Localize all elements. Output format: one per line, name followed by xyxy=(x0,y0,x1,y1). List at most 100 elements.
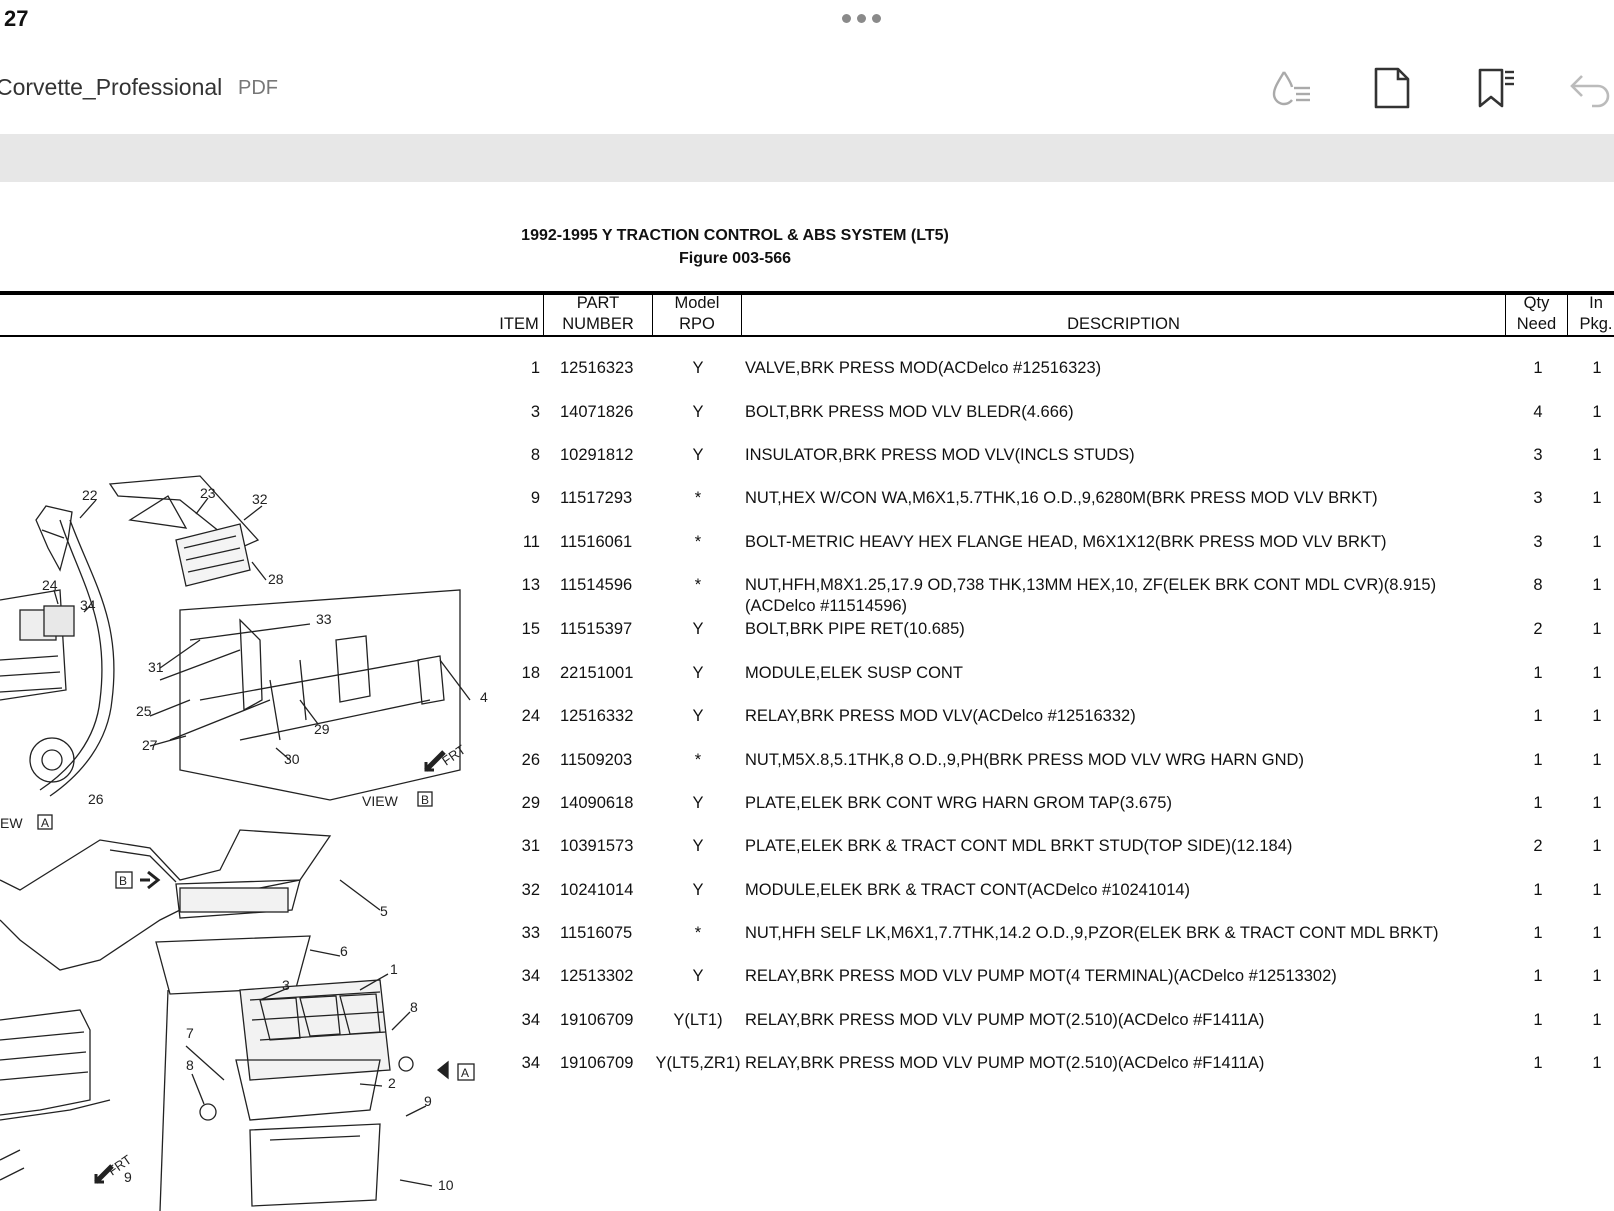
cell-description: BOLT-METRIC HEAVY HEX FLANGE HEAD, M6X1X… xyxy=(745,533,1387,551)
document-title: Corvette_Professional xyxy=(0,74,223,100)
cell-rpo: Y xyxy=(692,967,704,985)
callout-28: 28 xyxy=(268,571,284,587)
document-type: PDF xyxy=(238,77,278,99)
page-icon[interactable] xyxy=(1370,66,1414,110)
table-header-rule xyxy=(0,335,1614,337)
toolbar-divider-band xyxy=(0,134,1614,182)
cell-item: 1 xyxy=(530,359,540,377)
table-row: 34 12513302 Y RELAY,BRK PRESS MOD VLV PU… xyxy=(0,967,1614,989)
cell-rpo: * xyxy=(694,924,702,942)
table-row: 11 11516061 * BOLT-METRIC HEAVY HEX FLAN… xyxy=(0,533,1614,555)
table-row: 33 11516075 * NUT,HFH SELF LK,M6X1,7.7TH… xyxy=(0,924,1614,946)
cell-pkg: 1 xyxy=(1592,707,1602,725)
callout-9: 9 xyxy=(424,1093,432,1109)
table-row: 34 19106709 Y(LT1) RELAY,BRK PRESS MOD V… xyxy=(0,1011,1614,1033)
liquid-mode-icon[interactable] xyxy=(1270,66,1314,110)
cell-pkg: 1 xyxy=(1592,403,1602,421)
cell-description: VALVE,BRK PRESS MOD(ACDelco #12516323) xyxy=(745,359,1102,377)
cell-part-number: 11516061 xyxy=(560,533,633,551)
cell-pkg: 1 xyxy=(1592,489,1602,507)
cell-description-continued: (ACDelco #11514596) xyxy=(745,597,908,615)
header-part: PART xyxy=(576,294,620,312)
cell-qty: 4 xyxy=(1533,403,1543,421)
b-marker: B xyxy=(119,874,127,888)
cell-description: RELAY,BRK PRESS MOD VLV PUMP MOT(2.510)(… xyxy=(745,1054,1265,1072)
frt-label-upper: FRT xyxy=(439,742,468,769)
cell-part-number: 14090618 xyxy=(560,794,634,812)
cell-item: 18 xyxy=(521,664,540,682)
cell-rpo: Y xyxy=(692,446,704,464)
callout-4: 4 xyxy=(480,689,488,705)
cell-rpo: * xyxy=(694,533,702,551)
table-row: 9 11517293 * NUT,HEX W/CON WA,M6X1,5.7TH… xyxy=(0,489,1614,511)
cell-pkg: 1 xyxy=(1592,967,1602,985)
callout-5: 5 xyxy=(380,903,388,919)
column-divider xyxy=(1505,293,1506,336)
table-row: 18 22151001 Y MODULE,ELEK SUSP CONT 1 1 xyxy=(0,664,1614,686)
column-divider xyxy=(543,293,544,336)
cell-qty: 8 xyxy=(1533,576,1543,594)
cell-pkg: 1 xyxy=(1592,664,1602,682)
cell-rpo: Y xyxy=(692,664,704,682)
column-divider xyxy=(652,293,653,336)
table-row: 1 12516323 Y VALVE,BRK PRESS MOD(ACDelco… xyxy=(0,359,1614,381)
view-b-letter: B xyxy=(421,793,429,807)
cell-item: 31 xyxy=(521,837,540,855)
cell-item: 26 xyxy=(521,751,540,769)
cell-description: NUT,HFH,M8X1.25,17.9 OD,738 THK,13MM HEX… xyxy=(745,576,1437,594)
table-row: 31 10391573 Y PLATE,ELEK BRK & TRACT CON… xyxy=(0,837,1614,859)
column-divider xyxy=(741,293,742,336)
figure-number: Figure 003-566 xyxy=(678,250,792,267)
cell-item: 33 xyxy=(521,924,540,942)
cell-rpo: Y xyxy=(692,620,704,638)
view-a-letter: A xyxy=(41,816,49,830)
callout-8: 8 xyxy=(410,999,418,1015)
view-a-label: EW xyxy=(0,815,23,831)
callout-29: 29 xyxy=(314,721,330,737)
cell-qty: 1 xyxy=(1533,751,1543,769)
cell-qty: 1 xyxy=(1533,664,1543,682)
table-row: 13 11514596 * NUT,HFH,M8X1.25,17.9 OD,73… xyxy=(0,576,1614,620)
callout-31: 31 xyxy=(148,659,164,675)
callout-7: 7 xyxy=(186,1025,194,1041)
cell-pkg: 1 xyxy=(1592,1011,1602,1029)
cell-item: 11 xyxy=(522,533,540,551)
undo-icon[interactable] xyxy=(1568,66,1612,110)
cell-qty: 1 xyxy=(1533,967,1543,985)
callout-34: 34 xyxy=(80,597,96,613)
cell-description: NUT,HFH SELF LK,M6X1,7.7THK,14.2 O.D.,9,… xyxy=(745,924,1439,942)
table-top-rule xyxy=(0,291,1614,295)
table-row: 24 12516332 Y RELAY,BRK PRESS MOD VLV(AC… xyxy=(0,707,1614,729)
cell-qty: 1 xyxy=(1533,1011,1543,1029)
header-part-number: NUMBER xyxy=(562,315,634,333)
header-need: Need xyxy=(1516,315,1557,333)
cell-rpo: Y xyxy=(692,359,704,377)
cell-part-number: 14071826 xyxy=(560,403,634,421)
cell-pkg: 1 xyxy=(1592,1054,1602,1072)
callout-10: 10 xyxy=(438,1177,454,1193)
cell-rpo: * xyxy=(694,576,702,594)
callout-27: 27 xyxy=(142,737,158,753)
cell-part-number: 19106709 xyxy=(560,1011,634,1029)
callout-1: 1 xyxy=(390,961,398,977)
callout-22: 22 xyxy=(82,487,98,503)
bookmark-list-icon[interactable] xyxy=(1474,66,1518,110)
cell-part-number: 10241014 xyxy=(560,881,634,899)
table-row: 26 11509203 * NUT,M5X.8,5.1THK,8 O.D.,9,… xyxy=(0,751,1614,773)
more-options-icon[interactable] xyxy=(842,14,881,23)
cell-rpo: * xyxy=(694,489,702,507)
table-row: 8 10291812 Y INSULATOR,BRK PRESS MOD VLV… xyxy=(0,446,1614,468)
callout-33: 33 xyxy=(316,611,332,627)
cell-rpo: * xyxy=(694,751,702,769)
cell-description: RELAY,BRK PRESS MOD VLV PUMP MOT(2.510)(… xyxy=(745,1011,1265,1029)
cell-rpo: Y xyxy=(692,707,704,725)
callout-24: 24 xyxy=(42,577,58,593)
cell-item: 15 xyxy=(521,620,540,638)
cell-rpo: Y xyxy=(692,837,704,855)
cell-part-number: 12516323 xyxy=(560,359,634,377)
page-title: 1992-1995 Y TRACTION CONTROL & ABS SYSTE… xyxy=(521,227,949,244)
cell-part-number: 11509203 xyxy=(560,751,633,769)
callout-25: 25 xyxy=(136,703,152,719)
table-row: 32 10241014 Y MODULE,ELEK BRK & TRACT CO… xyxy=(0,881,1614,903)
cell-item: 29 xyxy=(521,794,540,812)
